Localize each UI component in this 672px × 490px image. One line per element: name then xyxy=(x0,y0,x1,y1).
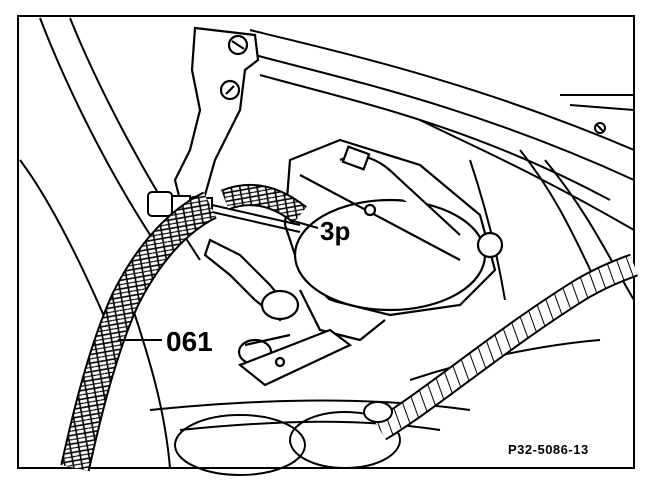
chassis-background xyxy=(19,17,635,476)
valve-body xyxy=(283,138,504,342)
corrugated-cable xyxy=(363,253,639,441)
leader-3p xyxy=(289,219,319,229)
figure-code: P32-5086-13 xyxy=(508,442,589,457)
linkage-arm xyxy=(203,238,353,387)
leader-lines xyxy=(118,219,319,341)
braided-hose xyxy=(60,184,307,472)
callout-3p: 3p xyxy=(320,216,350,246)
callout-061: 061 xyxy=(166,326,213,357)
